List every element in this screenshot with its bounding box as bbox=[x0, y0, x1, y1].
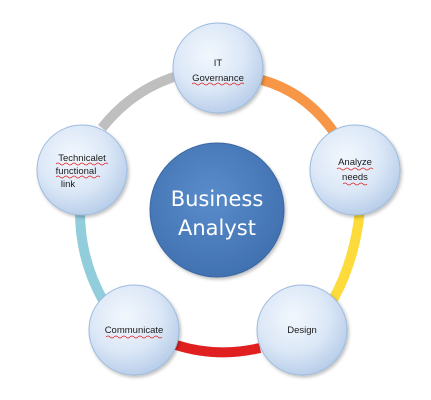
node-communicate-line1: Communicate bbox=[105, 325, 164, 336]
node-communicate: Communicate bbox=[88, 284, 180, 376]
node-design: Design bbox=[256, 284, 348, 376]
node-it-governance: IT Governance bbox=[172, 22, 264, 114]
ring-arc-analyze-to-design bbox=[328, 209, 365, 303]
node-it-governance-line2: Governance bbox=[192, 73, 244, 84]
node-technical-functional-link-line2: functional bbox=[56, 166, 97, 177]
node-analyze-needs: Analyze needs bbox=[309, 124, 401, 216]
center-title-line2: Analyst bbox=[178, 216, 256, 240]
node-design-line1: Design bbox=[287, 325, 317, 336]
node-analyze-needs-line2: needs bbox=[342, 172, 368, 183]
node-analyze-needs-line1: Analyze bbox=[338, 157, 372, 168]
spellcheck-underline bbox=[191, 82, 245, 86]
spellcheck-underline bbox=[336, 167, 374, 171]
ring-arc-technical-to-governance bbox=[98, 71, 179, 132]
ring-arc-design-to-communicate bbox=[174, 340, 262, 358]
node-technical-functional-link: Technicalet functional link bbox=[36, 124, 128, 216]
spellcheck-underline bbox=[55, 162, 109, 166]
node-technical-functional-link-line3: link bbox=[61, 179, 76, 190]
node-technical-functional-link-line1: Technicalet bbox=[58, 153, 106, 164]
spellcheck-underline bbox=[105, 335, 163, 339]
center-title-line1: Business bbox=[171, 187, 264, 211]
spellcheck-underline bbox=[55, 175, 101, 179]
spellcheck-underline bbox=[342, 182, 368, 186]
center-node bbox=[149, 142, 285, 278]
ring-arc-governance-to-analyze bbox=[260, 75, 338, 134]
node-it-governance-line1: IT bbox=[214, 58, 223, 69]
ring-arc-communicate-to-technical bbox=[75, 211, 109, 305]
